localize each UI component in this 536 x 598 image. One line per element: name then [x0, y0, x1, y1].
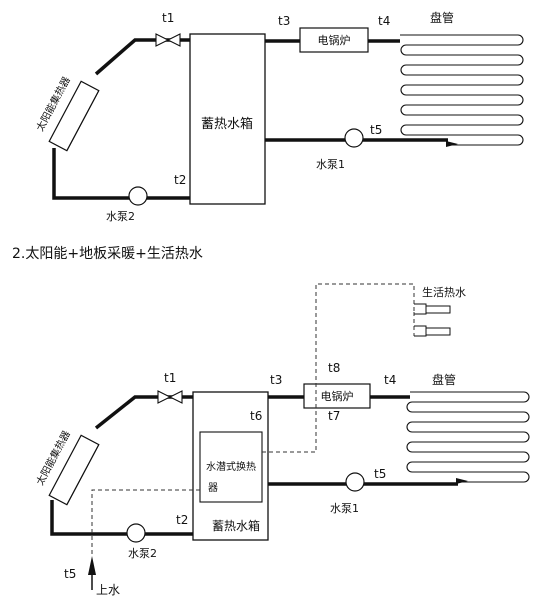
- coil-label: 盘管: [430, 10, 454, 25]
- pump-2-2: [126, 523, 146, 543]
- domestic-hot-water-label: 生活热水: [422, 285, 466, 299]
- hot-water-taps: [414, 303, 451, 337]
- label-t5: t5: [370, 123, 382, 137]
- storage-tank-2-label: 蓄热水箱: [212, 518, 260, 533]
- diagram-2: 蓄热水箱 水潜式换热 器 太阳能集热器 t1 水泵2 t2 t3 t6 电锅炉: [33, 283, 530, 597]
- label-t1-2: t1: [164, 371, 176, 385]
- storage-tank-label: 蓄热水箱: [201, 116, 253, 132]
- return-arrow-2: [456, 478, 468, 484]
- inlet-label: 上水: [96, 583, 120, 597]
- inlet-arrow: [88, 556, 96, 575]
- label-t2: t2: [174, 173, 186, 187]
- coil-2-label: 盘管: [432, 372, 456, 387]
- electric-boiler-2: [303, 383, 371, 409]
- cold-water-inlet-dashed: [91, 489, 200, 556]
- pump-1-label: 水泵1: [316, 158, 345, 171]
- pump-2-2-label: 水泵2: [128, 547, 157, 560]
- electric-boiler: [299, 27, 369, 53]
- label-t8: t8: [328, 361, 340, 375]
- dhw-supply-dashed: [262, 283, 415, 453]
- floor-heating-coil-2: [406, 391, 530, 483]
- label-t3: t3: [278, 14, 290, 28]
- heat-exchanger: [199, 431, 263, 503]
- heat-exchanger-label-2: 器: [208, 482, 218, 494]
- label-t3-2: t3: [270, 373, 282, 387]
- storage-tank: [189, 33, 266, 205]
- label-t1: t1: [162, 11, 174, 25]
- label-t6: t6: [250, 409, 262, 423]
- floor-heating-coil: [400, 34, 524, 146]
- solar-collector: [48, 80, 100, 152]
- label-t4-2: t4: [384, 373, 396, 387]
- valve-t1-2: [157, 390, 183, 404]
- section-caption: 2.太阳能+地板采暖+生活热水: [12, 246, 203, 262]
- return-arrow-1: [446, 141, 458, 147]
- pipe-tank-to-collector-2: [50, 500, 193, 536]
- pipe-collector-to-tank: [94, 38, 190, 76]
- label-t2-2: t2: [176, 513, 188, 527]
- pump-1-2: [345, 472, 365, 492]
- label-t5-2: t5: [374, 467, 386, 481]
- pipe-tank-to-collector: [52, 148, 190, 200]
- pump-1: [344, 128, 364, 148]
- solar-collector-2: [48, 434, 100, 506]
- diagram-1: 蓄热水箱 太阳能集热器 t1 水泵2 t2 t3 电锅炉 t4: [33, 10, 524, 223]
- electric-boiler-label: 电锅炉: [318, 34, 351, 47]
- pump-1-2-label: 水泵1: [330, 502, 359, 515]
- valve-t1: [155, 33, 181, 47]
- label-t7: t7: [328, 409, 340, 423]
- label-t5-inlet: t5: [64, 567, 76, 581]
- electric-boiler-2-label: 电锅炉: [321, 390, 354, 403]
- heat-exchanger-label-1: 水潜式换热: [206, 460, 256, 473]
- pump-2: [128, 186, 148, 206]
- pump-2-label: 水泵2: [106, 210, 135, 223]
- label-t4: t4: [378, 14, 390, 28]
